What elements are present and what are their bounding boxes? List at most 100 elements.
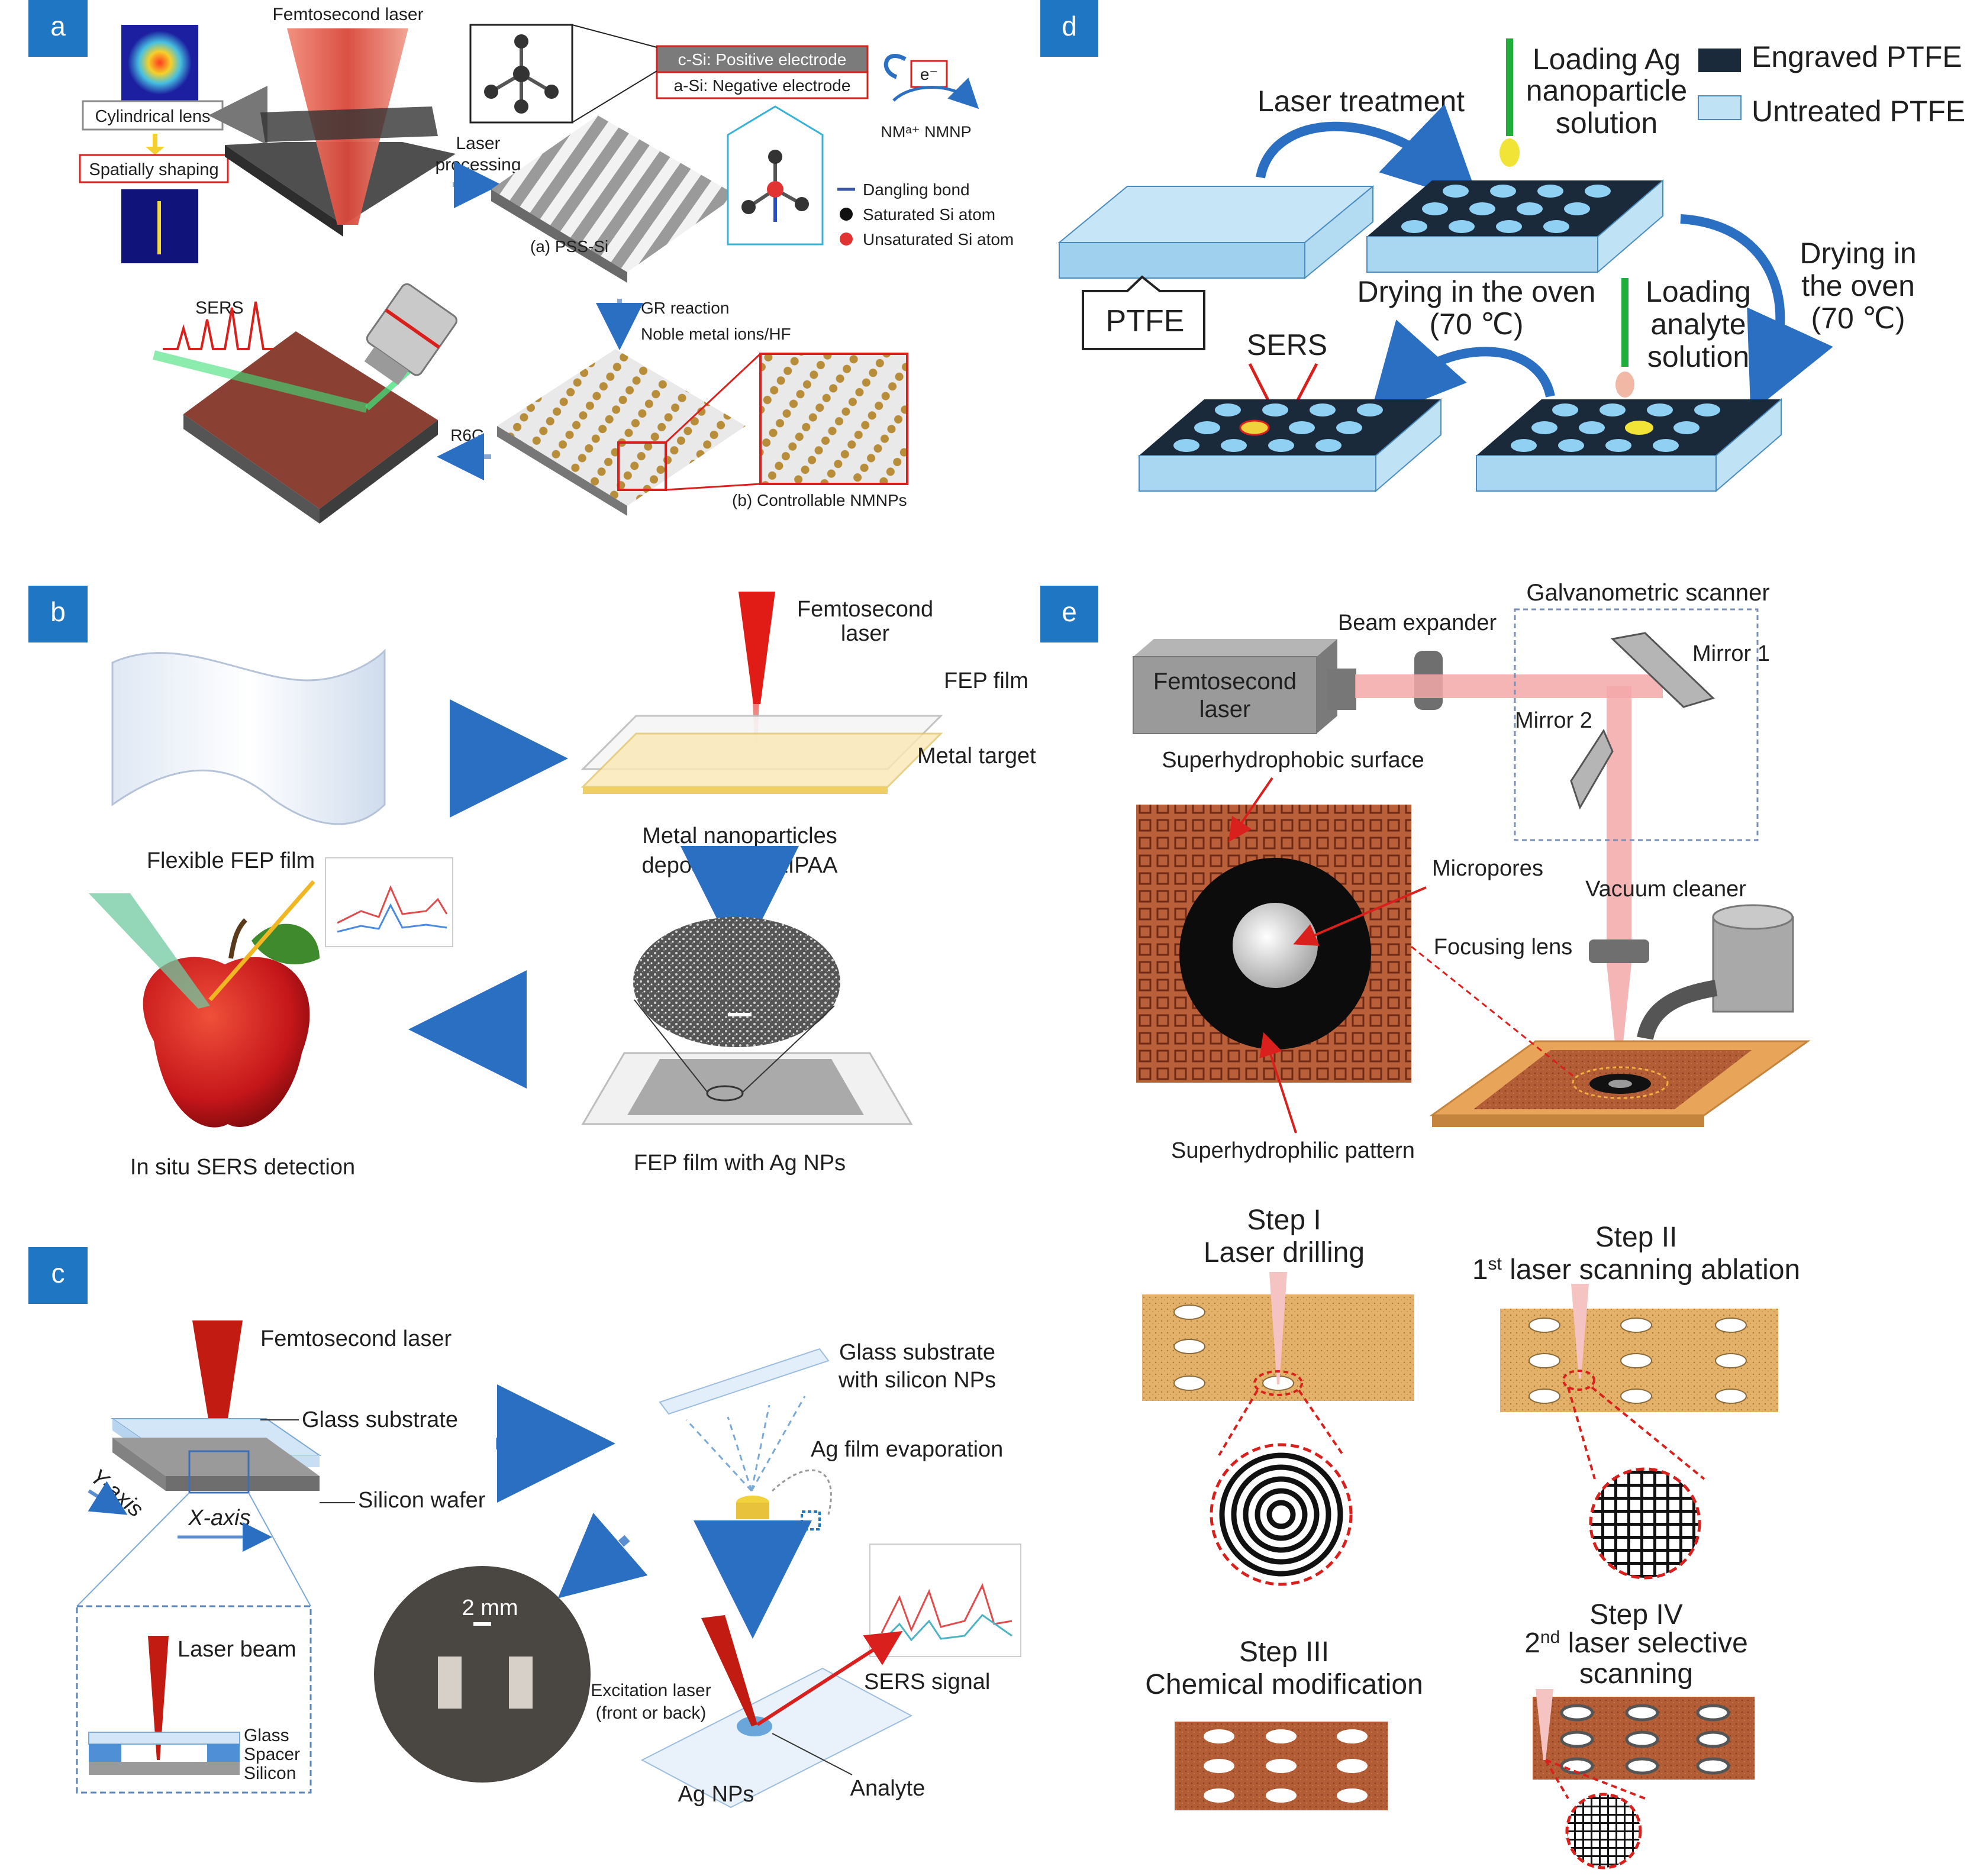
superhydrophilic-label: Superhydrophilic pattern: [1171, 1138, 1415, 1163]
evaporation-lines: [685, 1396, 806, 1492]
fine-mesh-icon: [1565, 1793, 1642, 1869]
step2-sup: st: [1488, 1254, 1502, 1274]
defect-atom-icon: [741, 150, 809, 222]
substrate-edge: [225, 145, 343, 237]
sers-target-well: [1239, 419, 1270, 436]
ptfe-analyte-side: [1715, 398, 1782, 493]
x-axis-label: X-axis: [188, 1506, 251, 1530]
drying-mid-1: Drying in the oven: [1357, 275, 1595, 308]
cs-spacer-left: [89, 1744, 121, 1762]
fs-c-label: Femtosecond laser: [260, 1326, 452, 1351]
beam-spot-line: [157, 201, 161, 254]
pss-si-label: (a) PSS-Si: [530, 237, 608, 256]
ptfe-analyte-front: [1476, 455, 1717, 492]
excitation-beam: [701, 1615, 757, 1726]
fs-box-front: [1133, 656, 1317, 734]
sensor-icon: [801, 1510, 821, 1530]
fs-e-2: laser: [1199, 696, 1251, 722]
step1-sub: Laser drilling: [1204, 1237, 1365, 1268]
glass-np-2: with silicon NPs: [838, 1368, 996, 1393]
panel-tag-d-text: d: [1062, 11, 1077, 41]
panel-tag-b-text: b: [50, 596, 66, 627]
legend-unsaturated: Unsaturated Si atom: [863, 230, 1014, 248]
zoom-line-c: [76, 1492, 190, 1607]
zoom-line-c: [248, 1492, 311, 1607]
spectrum-line: [881, 1583, 1012, 1633]
sers-signal-arrow: [208, 880, 315, 1002]
scale-bar-c: [473, 1622, 491, 1626]
step4-line: 2nd laser selective: [1524, 1628, 1748, 1659]
a-si-box: [656, 71, 869, 99]
silicon-wafer-front: [166, 1476, 320, 1491]
loading-an-3: solution: [1647, 340, 1749, 373]
cylindrical-lens-band: [260, 106, 438, 142]
nmnp-plate-edge: [497, 426, 627, 516]
laser-treatment-arrow-icon: [1256, 104, 1481, 204]
step4-title: Step IV: [1589, 1599, 1682, 1630]
legend-engraved-swatch: [1698, 49, 1741, 72]
glass-label: Glass: [244, 1726, 289, 1745]
objective-lens-icon: [364, 283, 457, 385]
laser-beam-c: [148, 1636, 169, 1760]
panel-d: d Laser treatment PTFE Loading Ag nanopa…: [1040, 0, 1965, 493]
spatially-shaping-label: Spatially shaping: [89, 160, 218, 179]
panel-tag-b: [28, 586, 88, 642]
si-lattice-icon: [484, 34, 559, 114]
fs-laser-cone-c: [192, 1320, 243, 1470]
panel-c: c Femtosecond laser Glass substrate Sili…: [28, 1247, 1021, 1809]
flexible-fep-label: Flexible FEP film: [147, 848, 315, 873]
vacuum-top: [1712, 904, 1794, 930]
laser-path-vertical: [1607, 686, 1631, 947]
analyte-wells: [1511, 403, 1720, 452]
laser-processing-label-2: processing: [435, 155, 521, 175]
cylindrical-lens-label: Cylindrical lens: [95, 107, 210, 126]
deposited-1: Metal nanoparticles: [642, 824, 837, 848]
ag-np-micrograph: [633, 917, 840, 1047]
loading-ag-2: nanoparticle: [1526, 74, 1687, 107]
step4-beam: [1536, 1689, 1553, 1760]
drying-right-1: Drying in: [1800, 237, 1916, 270]
step1-holes: [1173, 1305, 1294, 1391]
droplet-ag-icon: [1499, 138, 1520, 167]
step1-title: Step I: [1247, 1205, 1321, 1236]
nmnp-plate: [497, 349, 746, 506]
legend-untreated: Untreated PTFE: [1752, 95, 1965, 128]
fs-laser-label-a: Femtosecond laser: [272, 5, 423, 24]
step1-beam: [1269, 1272, 1287, 1384]
step4-holes: [1560, 1704, 1730, 1775]
pipette-ag-icon: [1506, 38, 1513, 136]
focusing-label: Focusing lens: [1434, 935, 1572, 960]
panel-tag-c: [28, 1247, 88, 1304]
metal-target-edge: [583, 787, 888, 794]
loading-an-2: analyte: [1650, 308, 1746, 341]
laser-beam-label: Laser beam: [178, 1637, 296, 1662]
spectrum-line: [337, 903, 447, 933]
micropore-icon: [1233, 903, 1318, 988]
leader-line: [772, 1733, 853, 1775]
leader-red: [1259, 1032, 1297, 1134]
mesh-icon: [1589, 1467, 1701, 1580]
panel-tag-d: [1040, 0, 1098, 57]
zoom-line-red: [665, 483, 761, 491]
y-axis-arrow-icon: [88, 1481, 128, 1515]
step3-title: Step III: [1239, 1636, 1329, 1668]
micropores-label: Micropores: [1432, 856, 1543, 881]
evap-wire: [771, 1469, 832, 1515]
zoom-ellipse-b: [706, 1085, 744, 1102]
panel-tag-e-text: e: [1062, 596, 1077, 627]
electron-arrow-icon: [883, 54, 907, 79]
focusing-lens-icon: [1589, 939, 1649, 963]
legend-engraved: Engraved PTFE: [1752, 40, 1962, 73]
ptfe-sers-side: [1375, 398, 1442, 493]
glass-np-1: Glass substrate: [839, 1340, 995, 1365]
glass-np-slide: [659, 1348, 830, 1415]
silicon-wafer-c: [112, 1438, 320, 1476]
reaction-arrow-icon: [892, 78, 979, 109]
engraved-wells: [1401, 185, 1611, 233]
sample-spot-1: [438, 1657, 462, 1709]
flexible-fep-sheet: [111, 648, 386, 825]
ptfe-sers-front: [1139, 455, 1376, 492]
silicon-wafer-label: Silicon wafer: [358, 1488, 486, 1513]
sample-pore-e: [1608, 1080, 1632, 1088]
